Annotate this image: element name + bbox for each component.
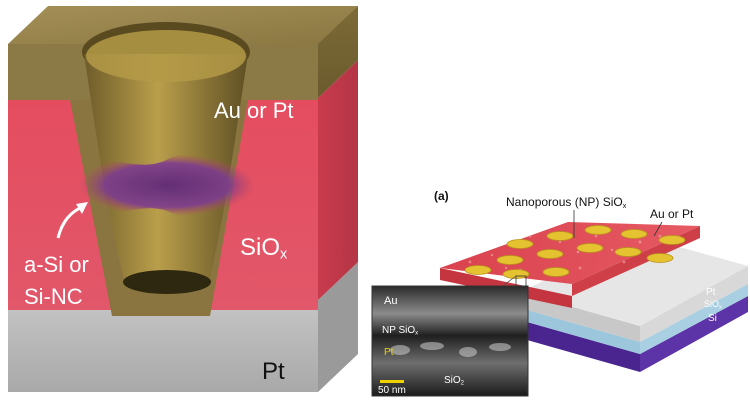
gold-side-face bbox=[318, 6, 358, 98]
sem-texture bbox=[390, 342, 511, 357]
label-nanoporous: Nanoporous (NP) SiOx bbox=[506, 196, 626, 209]
layer-siox-main: SiO bbox=[704, 299, 720, 309]
pt-layer-top-face bbox=[520, 236, 748, 326]
label-oxide-subscript: x bbox=[280, 246, 288, 263]
label-electrode: Au or Pt bbox=[650, 207, 694, 221]
sem-inset bbox=[371, 285, 529, 397]
oxide-side-face bbox=[318, 60, 358, 300]
si-side-face bbox=[640, 296, 748, 372]
label-nanoporous-main: Nanoporous (NP) SiO bbox=[506, 195, 623, 209]
si-front-face bbox=[520, 320, 640, 372]
left-device bbox=[8, 6, 358, 392]
layer-siox-subscript: x bbox=[719, 304, 722, 311]
right-device bbox=[371, 210, 748, 397]
np-speckles bbox=[468, 234, 662, 274]
inset-label-np: NP SiOx bbox=[382, 326, 418, 337]
inset-sio2-main: SiO bbox=[444, 375, 461, 386]
label-top-electrode: Au or Pt bbox=[214, 98, 294, 123]
pt-layer-side-face bbox=[640, 266, 748, 342]
layer-label-si: Si bbox=[708, 313, 717, 324]
inset-label-sio2: SiO2 bbox=[444, 376, 464, 387]
pore-bottom bbox=[123, 270, 211, 294]
label-filament-line2: Si-NC bbox=[24, 284, 83, 309]
inset-sio2-subscript: 2 bbox=[460, 380, 465, 387]
label-bottom-electrode: Pt bbox=[262, 358, 285, 385]
pt-layer-front-face bbox=[520, 292, 640, 342]
electrode-leader bbox=[653, 221, 663, 237]
scale-bar bbox=[380, 380, 404, 383]
label-nanoporous-subscript: x bbox=[622, 200, 627, 210]
label-oxide-main: SiO bbox=[240, 234, 281, 261]
pore-opening bbox=[86, 30, 246, 82]
panel-label: (a) bbox=[434, 189, 449, 203]
filament-region bbox=[78, 153, 256, 217]
label-filament-line1: a-Si or bbox=[24, 252, 89, 277]
inset-np-subscript: x bbox=[415, 330, 419, 337]
layer-label-siox: SiOx bbox=[704, 300, 722, 311]
pt-side-face bbox=[318, 262, 358, 392]
siox-side-face bbox=[640, 284, 748, 354]
electrode-dots bbox=[464, 225, 686, 279]
label-oxide: SiOx bbox=[240, 236, 287, 262]
inset-np-main: NP SiO bbox=[382, 325, 416, 336]
inset-label-au: Au bbox=[384, 295, 398, 307]
siox-front-face bbox=[520, 308, 640, 354]
pt-front-face bbox=[8, 310, 318, 392]
layer-label-pt: Pt bbox=[706, 287, 716, 298]
inset-label-pt: Pt bbox=[384, 347, 394, 358]
inset-scale-bar-label: 50 nm bbox=[378, 385, 406, 396]
filament-arrow-head bbox=[76, 202, 88, 214]
